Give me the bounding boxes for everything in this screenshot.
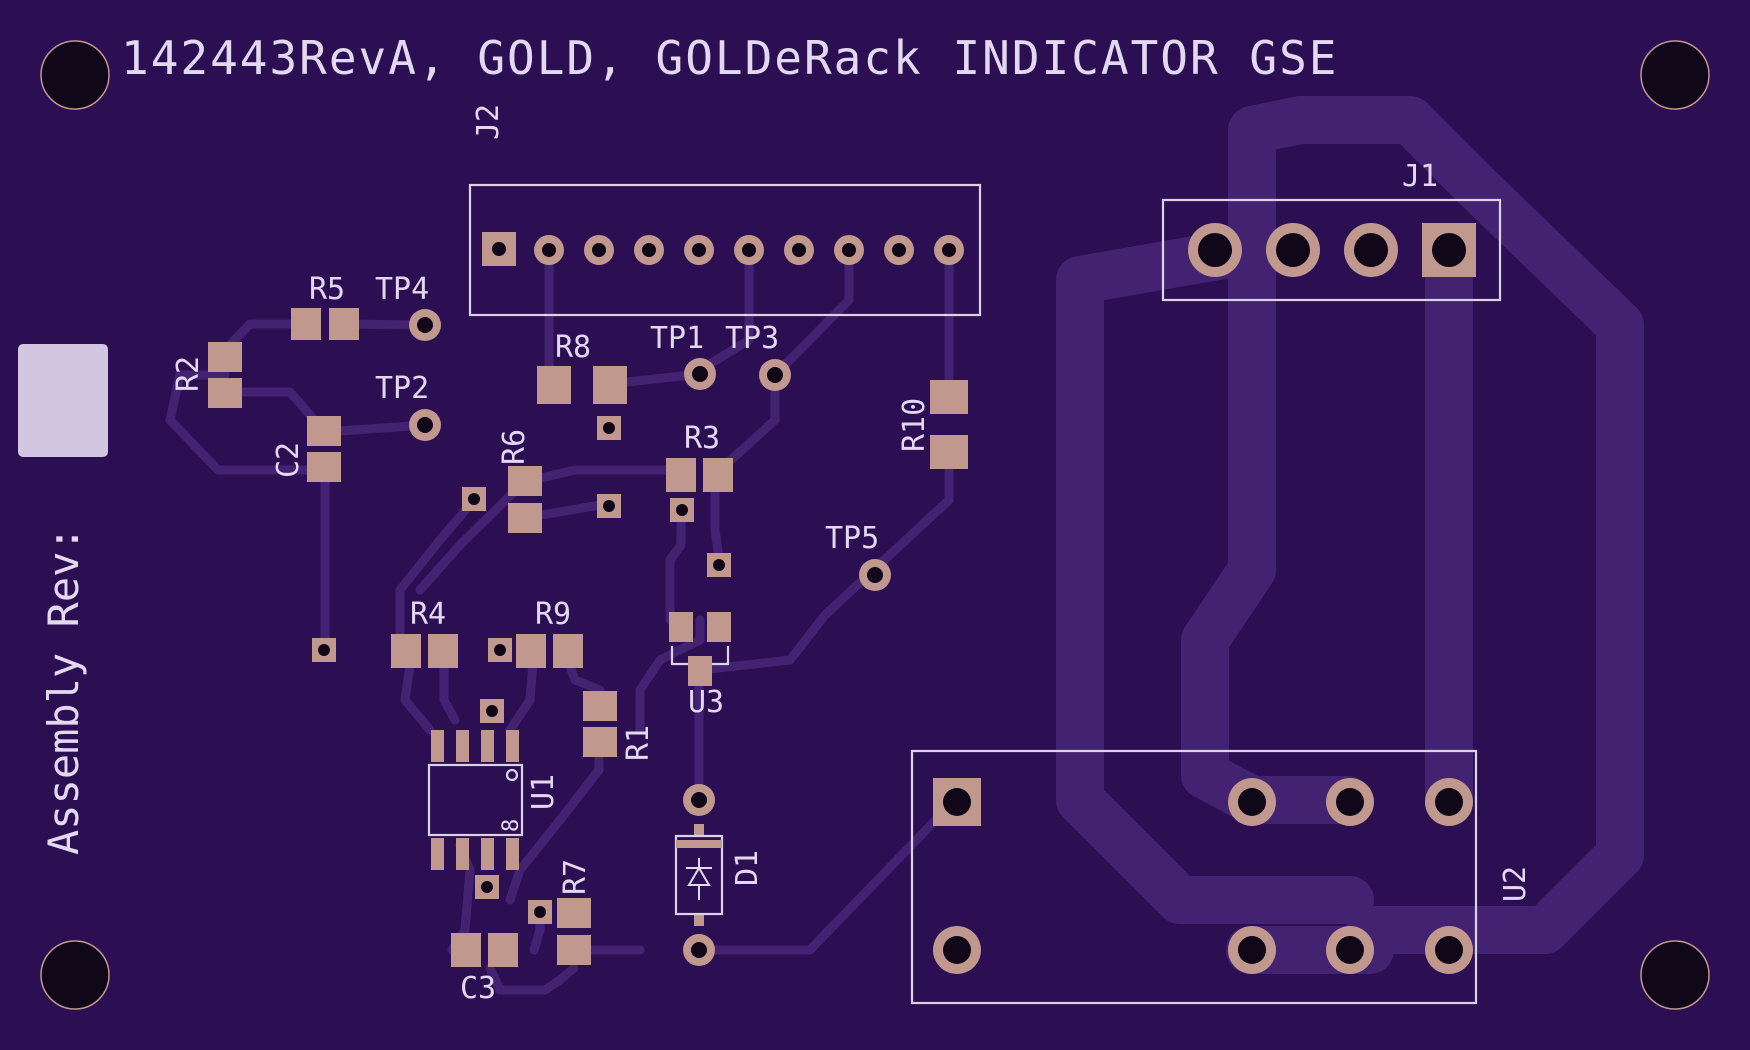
resistor-r7: R7 (557, 859, 593, 965)
resistor-r4: R4 (391, 597, 458, 668)
capacitor-c2: C2 (271, 416, 341, 482)
resistor-r6: R6 (497, 429, 542, 533)
resistor-r10-label: R10 (897, 398, 932, 452)
vias (312, 416, 731, 924)
regulator-u3-label: U3 (688, 685, 724, 720)
relay-u2: U2 (910, 749, 1533, 1005)
connector-j2-pin-1-drill (492, 242, 506, 256)
mounting-holes (40, 40, 1710, 1010)
tp2-label: TP2 (375, 371, 429, 406)
resistor-r8-label: R8 (555, 330, 591, 365)
resistor-r1: R1 (583, 691, 656, 761)
resistor-r3: R3 (666, 421, 733, 492)
mounting-hole-top-left (40, 40, 110, 110)
resistor-r2: R2 (171, 342, 242, 408)
ic-u1-body (427, 763, 524, 837)
connector-j1-outline (1161, 198, 1502, 302)
diode-d1: D1 (674, 784, 765, 966)
resistor-r3-label: R3 (684, 421, 720, 456)
relay-u2-outline (910, 749, 1478, 1005)
ic-u1-pin-marker: 8 (499, 819, 524, 832)
resistor-r1-label: R1 (621, 725, 656, 761)
connector-j1-label: J1 (1402, 159, 1438, 194)
ic-u1: 8 U1 (427, 730, 561, 870)
assembly-rev-label-box (18, 344, 108, 457)
test-points: TP4 TP2 TP1 TP3 TP5 (375, 272, 891, 591)
diode-d1-body (674, 834, 724, 916)
resistor-r10: R10 (897, 380, 968, 469)
relay-u2-label: U2 (1498, 866, 1533, 902)
connector-j2-pins (534, 235, 964, 265)
board-title: 142443RevA, GOLD, GOLDeRack INDICATOR GS… (121, 31, 1338, 85)
mounting-hole-bottom-right (1640, 940, 1710, 1010)
resistor-r6-label: R6 (497, 429, 532, 465)
resistor-r7-label: R7 (558, 859, 593, 895)
resistor-r5-label: R5 (309, 272, 345, 307)
capacitor-c3-label: C3 (460, 971, 496, 1006)
mounting-hole-top-right (1640, 40, 1710, 110)
signal-traces (165, 245, 960, 995)
power-traces (1056, 96, 1644, 974)
tp4-label: TP4 (375, 272, 429, 307)
connector-j2-outline (468, 183, 982, 317)
capacitor-c2-label: C2 (271, 442, 306, 478)
ic-u1-label: U1 (526, 774, 561, 810)
tp3-label: TP3 (725, 321, 779, 356)
resistor-r9-label: R9 (535, 597, 571, 632)
regulator-u3: U3 (669, 612, 731, 720)
diode-d1-label: D1 (730, 850, 765, 886)
connector-j2-label: J2 (471, 104, 506, 140)
capacitor-c3: C3 (451, 933, 518, 1006)
resistor-r5: R5 (291, 272, 359, 340)
mounting-hole-bottom-left (40, 940, 110, 1010)
tp5-label: TP5 (825, 521, 879, 556)
resistor-r4-label: R4 (410, 597, 446, 632)
connector-j2: J2 (468, 104, 982, 317)
assembly-rev-label: Assembly Rev: (39, 526, 88, 855)
resistor-r2-label: R2 (171, 356, 206, 392)
resistor-r9: R9 (516, 597, 583, 668)
connector-j1: J1 (1161, 159, 1502, 302)
tp1-label: TP1 (650, 321, 704, 356)
resistor-r8: R8 (537, 330, 627, 404)
